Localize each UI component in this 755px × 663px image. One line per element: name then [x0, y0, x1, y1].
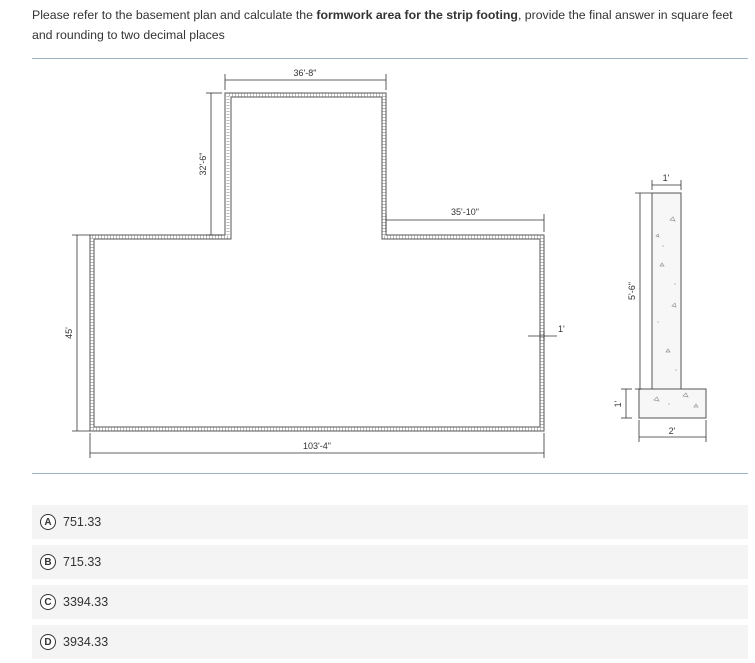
question-text-bold: formwork area for the strip footing	[316, 8, 518, 22]
dim-wall-label: 1'	[558, 324, 565, 334]
divider-bottom	[32, 473, 748, 474]
option-a-letter: A	[40, 514, 56, 530]
section-dim-bottom-label: 2'	[669, 426, 676, 436]
option-a-value: 751.33	[63, 515, 102, 529]
dim-left-upper-label: 32'-6"	[198, 153, 208, 176]
wall-section: 1' 5'-6" 1' 2'	[613, 173, 707, 442]
option-d[interactable]: D 3934.33	[32, 625, 748, 659]
section-dim-footing-label: 1'	[613, 400, 623, 407]
option-c-value: 3394.33	[63, 595, 109, 609]
question-text-after: , provide the final answer in square fee…	[32, 8, 733, 42]
dim-left: 45'	[64, 234, 90, 432]
basement-plan-figure: 36'-8" 32'-6" 35'-10" 45' 103'-4" 1'	[64, 68, 707, 458]
dim-bottom: 103'-4"	[89, 433, 545, 458]
dim-wall: 1'	[528, 324, 565, 341]
option-d-letter: D	[40, 634, 56, 650]
dim-right-top: 35'-10"	[385, 207, 545, 232]
option-b-letter: B	[40, 554, 56, 570]
question-text-before: Please refer to the basement plan and ca…	[32, 8, 317, 22]
option-a[interactable]: A 751.33	[32, 505, 748, 539]
option-c-letter: C	[40, 594, 56, 610]
plan-wall-outer	[89, 92, 545, 432]
dim-top: 36'-8"	[224, 68, 387, 90]
option-d-value: 3934.33	[63, 635, 109, 649]
dim-left-upper: 32'-6"	[198, 92, 222, 236]
option-b[interactable]: B 715.33	[32, 545, 748, 579]
divider-top	[32, 58, 748, 59]
section-dim-top-label: 1'	[663, 173, 670, 183]
dim-bottom-label: 103'-4"	[303, 441, 331, 451]
dim-left-label: 45'	[64, 327, 74, 339]
dim-right-top-label: 35'-10"	[451, 207, 479, 217]
question-text: Please refer to the basement plan and ca…	[32, 5, 747, 45]
option-b-value: 715.33	[63, 555, 102, 569]
section-dim-height-label: 5'-6"	[627, 282, 637, 300]
plan-wall-inner	[93, 96, 541, 428]
dim-top-label: 36'-8"	[294, 68, 317, 78]
option-c[interactable]: C 3394.33	[32, 585, 748, 619]
